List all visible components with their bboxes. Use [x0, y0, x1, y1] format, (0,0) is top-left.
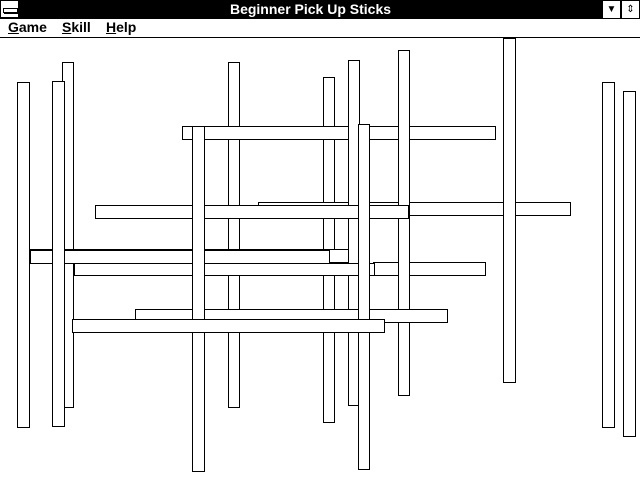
stick[interactable]: [358, 124, 370, 470]
restore-button[interactable]: ⇕: [621, 0, 640, 19]
window-title: Beginner Pick Up Sticks: [229, 1, 392, 17]
stick[interactable]: [228, 62, 240, 408]
menu-help-mnemonic: H: [106, 19, 117, 35]
menu-bar: Game Skill Help: [0, 19, 640, 38]
menu-game-mnemonic: G: [8, 19, 19, 35]
stick[interactable]: [182, 126, 496, 140]
system-menu-button[interactable]: [0, 0, 19, 18]
stick[interactable]: [192, 126, 205, 472]
stick[interactable]: [72, 319, 385, 333]
title-bar: Beginner Pick Up Sticks ▼ ⇕: [0, 0, 640, 20]
stick[interactable]: [623, 91, 636, 437]
menu-game[interactable]: Game: [8, 19, 47, 37]
menu-help[interactable]: Help: [106, 19, 136, 37]
minimize-button[interactable]: ▼: [602, 0, 621, 19]
menu-game-rest: ame: [18, 19, 47, 35]
menu-skill[interactable]: Skill: [62, 19, 91, 37]
stick[interactable]: [602, 82, 615, 428]
stick[interactable]: [74, 263, 375, 276]
stick[interactable]: [398, 50, 410, 396]
arrow-down-icon: ▼: [606, 4, 617, 15]
menu-skill-mnemonic: S: [62, 19, 72, 35]
stick[interactable]: [30, 250, 330, 264]
menu-help-rest: elp: [116, 19, 137, 35]
game-board[interactable]: [0, 38, 640, 480]
stick[interactable]: [373, 262, 486, 276]
stick[interactable]: [95, 205, 409, 219]
stick[interactable]: [52, 81, 65, 427]
stick[interactable]: [503, 38, 516, 383]
restore-arrows-icon: ⇕: [626, 4, 635, 15]
stick[interactable]: [17, 82, 30, 428]
menu-skill-rest: kill: [71, 19, 91, 35]
system-menu-icon: [3, 8, 18, 13]
